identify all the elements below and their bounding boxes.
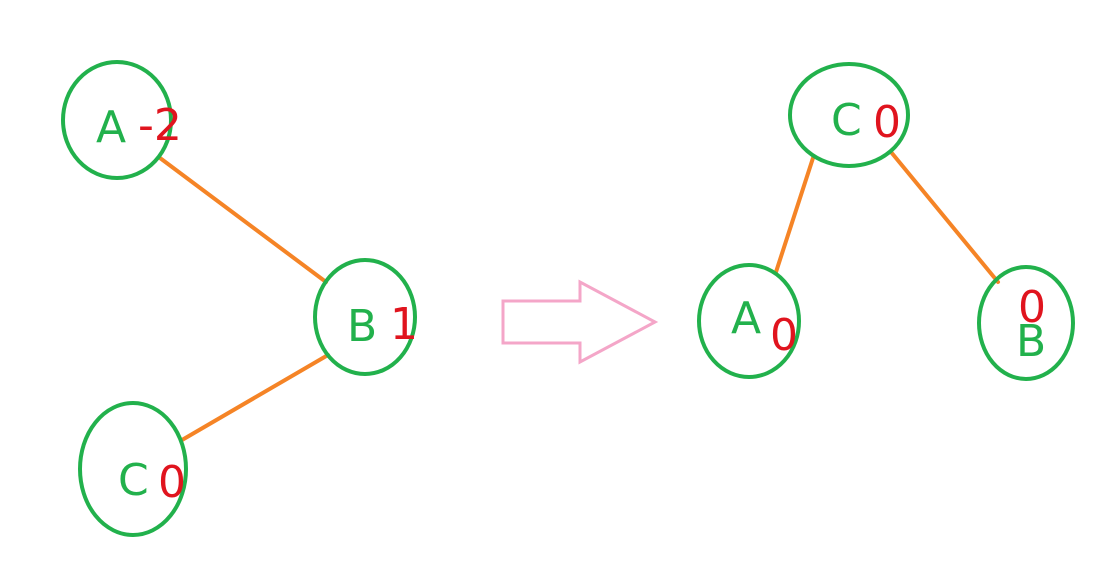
edge-c-a [774, 156, 815, 274]
edge-b-c [180, 353, 330, 442]
balance-factor: 0 [1018, 282, 1046, 333]
node-outline [977, 265, 1075, 381]
node-label: C [118, 455, 149, 506]
after-node-a: A 0 [697, 263, 801, 379]
after-node-b: B 0 [977, 265, 1075, 381]
balance-factor: -2 [138, 100, 182, 151]
node-label: B [1016, 316, 1046, 367]
before-node-c: C 0 [78, 401, 188, 537]
balance-factor: 0 [873, 97, 901, 148]
edge-c-b [889, 150, 1000, 284]
node-outline [697, 263, 801, 379]
node-outline [78, 401, 188, 537]
after-node-c: C 0 [788, 62, 910, 168]
node-label: A [731, 293, 761, 344]
before-node-a: A -2 [61, 60, 182, 180]
node-label: A [96, 102, 126, 153]
node-outline [61, 60, 173, 180]
balance-factor: 0 [158, 457, 186, 508]
node-label: C [831, 95, 862, 146]
before-node-b: B 1 [313, 258, 418, 376]
right-arrow-icon [501, 279, 659, 365]
balance-factor: 1 [390, 299, 418, 350]
balance-factor: 0 [770, 310, 798, 361]
arrow-shape [501, 279, 659, 365]
edge-a-b [158, 156, 328, 284]
node-outline [313, 258, 417, 376]
node-outline [788, 62, 910, 168]
node-label: B [347, 301, 377, 352]
